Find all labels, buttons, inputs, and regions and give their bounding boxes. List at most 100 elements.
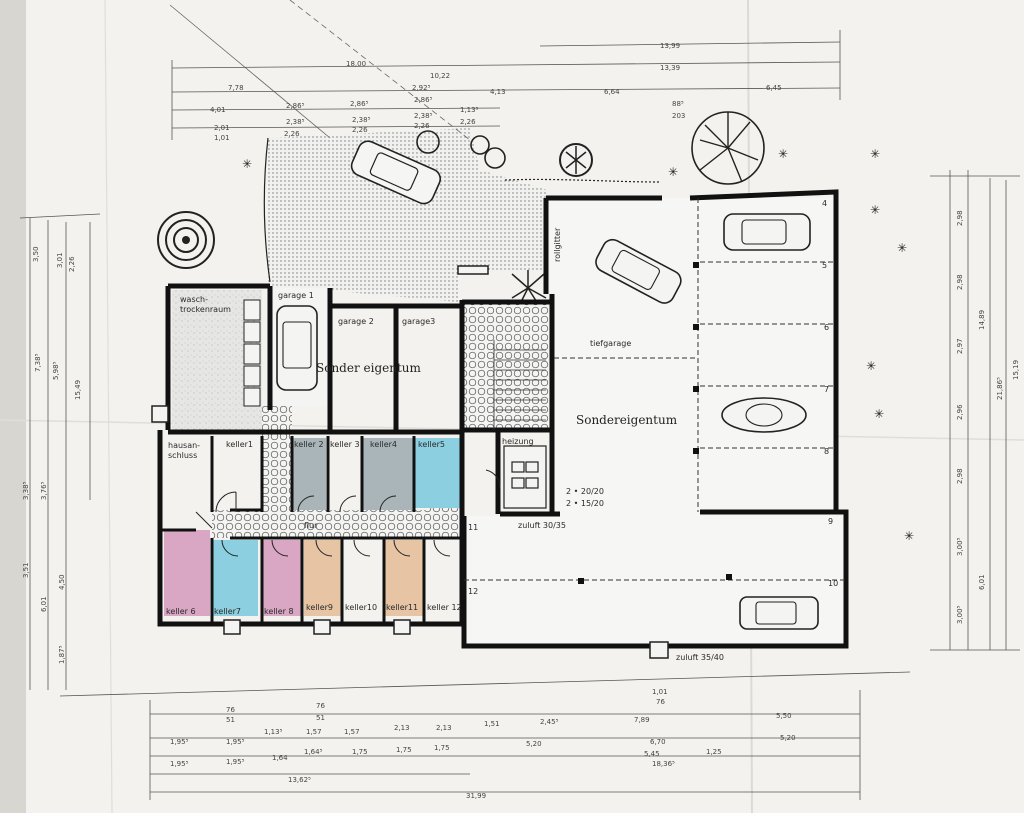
keller4-label: keller4 — [370, 440, 397, 449]
vent-label-1: 2 • 20/20 — [566, 487, 604, 496]
dim-top-17: 2,26 — [284, 130, 300, 138]
dim-bottom-15: 1,57 — [344, 728, 360, 736]
svg-text:✳: ✳ — [897, 241, 907, 255]
dim-top-23: 2,26 — [460, 118, 476, 126]
space-number-7: 7 — [824, 385, 829, 394]
keller11-fill — [384, 540, 424, 616]
dim-top-14: 2,38⁵ — [414, 112, 433, 120]
driveway-edge — [263, 137, 271, 283]
dim-right-11: 15,19 — [1012, 360, 1020, 380]
dim-bottom-21: 1,95⁵ — [226, 758, 245, 766]
sondereigentum-left-label: Sonder eigentum — [316, 361, 422, 375]
paper-fold-line-3 — [104, 0, 113, 813]
dim-left-4: 3,50 — [32, 246, 40, 262]
dim-bottom-1: 31,99 — [466, 792, 486, 800]
dim-top-7: 6,45 — [766, 84, 782, 92]
dim-left-12: 1,87⁵ — [58, 645, 66, 664]
site-diagonal — [169, 4, 331, 139]
dim-top-24: 88⁵ — [672, 100, 684, 108]
dim-bottom-5: 5,50 — [776, 712, 792, 720]
deciduous-tree-icon — [691, 111, 765, 185]
dim-bottom-18: 1,95⁵ — [170, 738, 189, 746]
keller8-label: keller 8 — [264, 607, 294, 616]
dim-top-15: 2,01 — [214, 124, 230, 132]
dim-left-11: 3,51 — [22, 562, 30, 578]
sondereigentum-right-label: Sondereigentum — [576, 413, 678, 427]
dim-bottom-8: 5,45 — [644, 750, 660, 758]
paper-fold-shadow — [0, 0, 26, 813]
car-space4-icon — [723, 213, 811, 251]
keller1-label: keller1 — [226, 440, 253, 449]
bird-marks: ✳✳✳ ✳✳✳ ✳✳✳ — [242, 147, 914, 543]
space-number-6: 6 — [824, 323, 829, 332]
outer-wall-tiefgarage — [461, 189, 849, 649]
dim-left-9: 4,50 — [58, 574, 66, 590]
car-beetle-icon — [721, 397, 807, 433]
dim-top-11: 2,86⁵ — [414, 96, 433, 104]
dim-bottom-31: 51 — [226, 716, 235, 724]
space-number-8: 8 — [824, 447, 829, 456]
dim-top-25: 203 — [672, 112, 685, 120]
dim-top-8: 4,01 — [210, 106, 226, 114]
flur-floor-vertical — [262, 405, 292, 515]
driveway-area — [268, 128, 548, 302]
hausanschluss-label-2: schluss — [168, 451, 197, 460]
keller3-label: keller 3 — [330, 440, 360, 449]
svg-text:✳: ✳ — [242, 157, 252, 171]
dim-bottom-30: 76 — [316, 702, 325, 710]
dim-right-9: 3,00⁵ — [956, 605, 964, 624]
dim-bottom-16: 1,57 — [306, 728, 322, 736]
space-number-10: 10 — [828, 579, 838, 588]
svg-text:✳: ✳ — [870, 203, 880, 217]
dim-left-6: 2,26 — [68, 256, 76, 272]
dim-bottom-28: 76 — [656, 698, 665, 706]
dim-left-2: 7,38⁵ — [34, 353, 42, 372]
svg-text:✳: ✳ — [870, 147, 880, 161]
palm-icon — [511, 270, 547, 305]
dim-bottom-11: 2,45⁵ — [540, 718, 559, 726]
dim-right-3: 2,98 — [956, 210, 964, 226]
garage3-label: garage3 — [402, 317, 435, 326]
dim-top-21: 4,13 — [490, 88, 506, 96]
dim-top-10: 2,86⁵ — [350, 100, 369, 108]
keller11-label: keller11 — [386, 603, 418, 612]
keller12-label: keller 12 — [427, 603, 462, 612]
wall-openings — [223, 265, 669, 659]
keller6-label: keller 6 — [166, 607, 196, 616]
dim-top-18: 2,26 — [352, 126, 368, 134]
svg-text:✳: ✳ — [874, 407, 884, 421]
tiefgarage-floor — [550, 198, 836, 516]
dim-bottom-7: 5,20 — [780, 734, 796, 742]
space-number-5: 5 — [822, 261, 827, 270]
dim-bottom-27: 1,01 — [652, 688, 668, 696]
dim-top-13: 2,38⁵ — [352, 116, 371, 124]
space-number-9: 9 — [828, 517, 833, 526]
dim-bottom-10: 5,20 — [526, 740, 542, 748]
zuluft-lower-label: zuluft 35/40 — [676, 653, 724, 662]
dim-top-6: 6,64 — [604, 88, 620, 96]
garage2-label: garage 2 — [338, 317, 374, 326]
heizung-label: heizung — [502, 437, 534, 446]
dim-top-22: 1,13⁵ — [460, 106, 479, 114]
space-number-4: 4 — [822, 199, 827, 208]
dim-top-2: 13,99 — [660, 42, 680, 50]
site-diagonal-2 — [289, 0, 471, 141]
car-space10-icon — [739, 596, 819, 630]
dim-left-7: 3,38⁵ — [22, 481, 30, 500]
dim-top-9: 2,86⁵ — [286, 102, 305, 110]
dim-top-3: 13,39 — [660, 64, 680, 72]
dim-bottom-22: 1,64 — [272, 754, 288, 762]
outer-wall-garages — [332, 303, 462, 432]
dim-top-20: 2,92⁵ — [412, 84, 431, 92]
space-number-12: 12 — [468, 587, 478, 596]
dim-right-2: 14,89 — [978, 310, 986, 330]
staircase — [493, 340, 546, 430]
dim-bottom-23: 1,64⁵ — [304, 748, 323, 756]
dim-top-12: 2,38⁵ — [286, 118, 305, 126]
keller5-fill — [414, 438, 460, 508]
dim-top-19: 2,26 — [414, 122, 430, 130]
keller5-label: keller5 — [418, 440, 445, 449]
keller2-label: keller 2 — [294, 440, 324, 449]
dim-top-16: 1,01 — [214, 134, 230, 142]
flur-label: flur — [304, 521, 318, 530]
